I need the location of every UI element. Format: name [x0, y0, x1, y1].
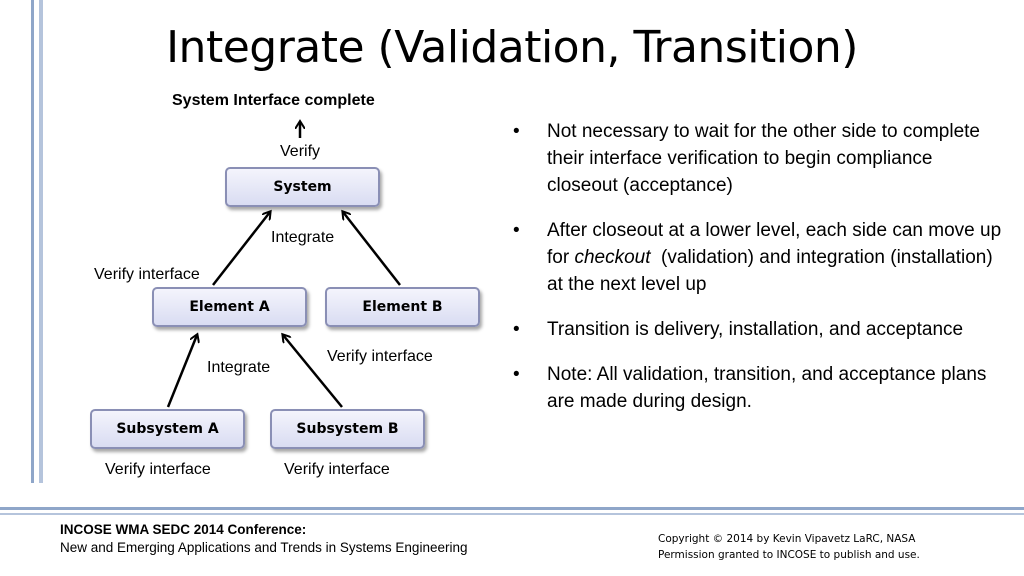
slide-title: Integrate (Validation, Transition)	[166, 22, 858, 73]
bullet-text-4: Note: All validation, transition, and ac…	[547, 364, 987, 412]
bullet-text-3: Transition is delivery, installation, an…	[547, 319, 964, 340]
bullet-marker: •	[513, 364, 520, 385]
bullet-text-2-emphasis: checkout	[574, 247, 651, 268]
footer-conference: INCOSE WMA SEDC 2014 Conference: New and…	[60, 521, 467, 557]
bullet-marker: •	[513, 220, 520, 241]
arrow-subsystem-b-to-element-a	[283, 335, 343, 408]
bullet-item-4: • Note: All validation, transition, and …	[513, 361, 1003, 415]
top-label: System Interface complete	[172, 92, 375, 109]
integrate-label-upper: Integrate	[271, 229, 335, 246]
bullet-item-2: • After closeout at a lower level, each …	[513, 217, 1003, 298]
arrow-subsystem-a-to-element-a	[166, 335, 197, 408]
footer-divider-bottom	[0, 513, 1024, 515]
element-b-box: Element B	[325, 287, 480, 327]
bullet-marker: •	[513, 121, 520, 142]
arrow-element-b-to-system	[343, 212, 401, 286]
footer-conference-subtitle: New and Emerging Applications and Trends…	[60, 540, 468, 555]
integrate-label-lower: Integrate	[207, 359, 271, 376]
left-accent-bar-2	[39, 0, 43, 483]
bullet-text-2-pre: After closeout at a lower level, each si…	[547, 220, 1002, 268]
system-box: System	[225, 167, 380, 207]
bullet-text-1: Not necessary to wait for the other side…	[547, 121, 980, 196]
footer-conference-title: INCOSE WMA SEDC 2014 Conference:	[60, 522, 307, 537]
permission-line: Permission granted to INCOSE to publish …	[658, 549, 920, 561]
bullet-text-2-post: (validation) and integration (installati…	[547, 247, 998, 295]
verify-label: Verify	[280, 143, 321, 160]
footer-copyright: Copyright © 2014 by Kevin Vipavetz LaRC,…	[658, 531, 920, 563]
subsystem-b-box: Subsystem B	[270, 409, 425, 449]
bullet-list: • Not necessary to wait for the other si…	[513, 118, 1003, 433]
subsystem-a-box: Subsystem A	[90, 409, 245, 449]
bullet-item-1: • Not necessary to wait for the other si…	[513, 118, 1003, 199]
bullet-item-3: • Transition is delivery, installation, …	[513, 316, 1003, 343]
verify-interface-label-element-a: Verify interface	[94, 266, 200, 283]
footer-divider-top	[0, 507, 1024, 510]
verify-interface-label-subsystem-b: Verify interface	[284, 461, 390, 478]
arrow-element-a-to-system	[212, 212, 270, 286]
element-a-box: Element A	[152, 287, 307, 327]
verify-interface-label-subsystem-a: Verify interface	[105, 461, 211, 478]
verify-interface-label-element-b: Verify interface	[327, 348, 433, 365]
bullet-marker: •	[513, 319, 520, 340]
left-accent-bar-1	[31, 0, 34, 483]
copyright-line: Copyright © 2014 by Kevin Vipavetz LaRC,…	[658, 533, 916, 545]
